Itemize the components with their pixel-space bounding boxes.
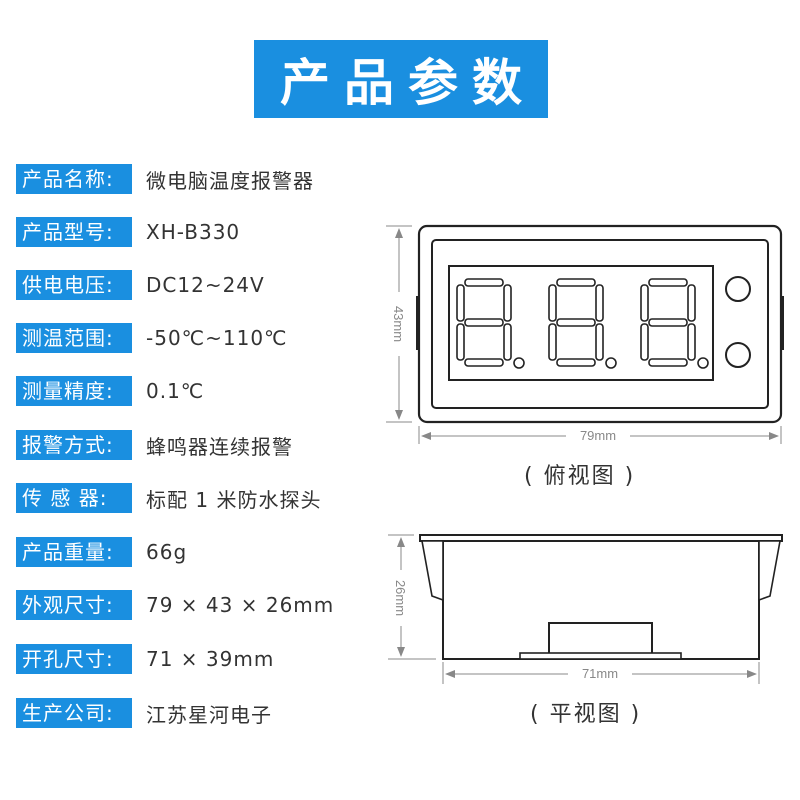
title-banner: 产品参数 — [254, 40, 548, 118]
spec-label: 供电电压: — [16, 270, 132, 300]
spec-value: 蜂鸣器连续报警 — [146, 434, 293, 459]
top-view-caption: ( 俯视图 ) — [524, 464, 636, 489]
spec-label: 产品重量: — [16, 537, 132, 567]
spec-row: 测温范围: -50℃~110℃ — [16, 323, 288, 353]
spec-value: 微电脑温度报警器 — [146, 168, 314, 193]
spec-value: 标配 1 米防水探头 — [146, 487, 322, 512]
spec-row: 供电电压: DC12~24V — [16, 270, 265, 300]
spec-label: 产品型号: — [16, 217, 132, 247]
spec-value: 0.1℃ — [146, 379, 205, 403]
width-dimension: 79mm — [418, 426, 782, 444]
top-view-drawing: 43mm 79mm — [386, 224, 784, 444]
spec-value: XH-B330 — [146, 220, 241, 244]
spec-label: 传 感 器: — [16, 483, 132, 513]
side-clip — [416, 296, 420, 350]
spec-row: 测量精度: 0.1℃ — [16, 376, 204, 406]
side-height-dimension: 26mm — [388, 534, 436, 660]
side-view-drawing: 26mm 71mm — [388, 534, 783, 684]
spec-value: 71 × 39mm — [146, 647, 275, 671]
spec-label: 测量精度: — [16, 376, 132, 406]
button-icon — [725, 342, 751, 368]
spec-label: 报警方式: — [16, 430, 132, 460]
side-height-label: 26mm — [393, 580, 408, 616]
side-clip — [780, 296, 784, 350]
spec-row: 外观尺寸: 79 × 43 × 26mm — [16, 590, 334, 620]
button-icon — [725, 276, 751, 302]
spec-value: 江苏星河电子 — [146, 702, 272, 727]
width-label: 79mm — [580, 428, 616, 443]
spec-value: 66g — [146, 540, 188, 564]
spec-label: 外观尺寸: — [16, 590, 132, 620]
spec-label: 产品名称: — [16, 164, 132, 194]
spec-value: -50℃~110℃ — [146, 326, 288, 350]
side-view-caption: ( 平视图 ) — [530, 702, 642, 727]
height-label: 43mm — [391, 306, 406, 342]
spec-row: 产品型号: XH-B330 — [16, 217, 240, 247]
right-clip — [758, 540, 781, 602]
height-dimension: 43mm — [386, 225, 412, 423]
page-title: 产品参数 — [280, 54, 536, 112]
side-width-dimension: 71mm — [442, 662, 760, 684]
spec-row: 生产公司: 江苏星河电子 — [16, 698, 272, 728]
spec-label: 测温范围: — [16, 323, 132, 353]
spec-row: 产品重量: 66g — [16, 537, 187, 567]
left-clip — [421, 540, 444, 602]
spec-label: 生产公司: — [16, 698, 132, 728]
spec-value: 79 × 43 × 26mm — [146, 593, 335, 617]
spec-row: 报警方式: 蜂鸣器连续报警 — [16, 430, 293, 460]
terminal-base — [519, 652, 682, 660]
spec-row: 产品名称: 微电脑温度报警器 — [16, 164, 314, 194]
spec-row: 开孔尺寸: 71 × 39mm — [16, 644, 274, 674]
spec-row: 传 感 器: 标配 1 米防水探头 — [16, 483, 321, 513]
spec-label: 开孔尺寸: — [16, 644, 132, 674]
side-width-label: 71mm — [582, 666, 618, 681]
spec-value: DC12~24V — [146, 273, 265, 297]
